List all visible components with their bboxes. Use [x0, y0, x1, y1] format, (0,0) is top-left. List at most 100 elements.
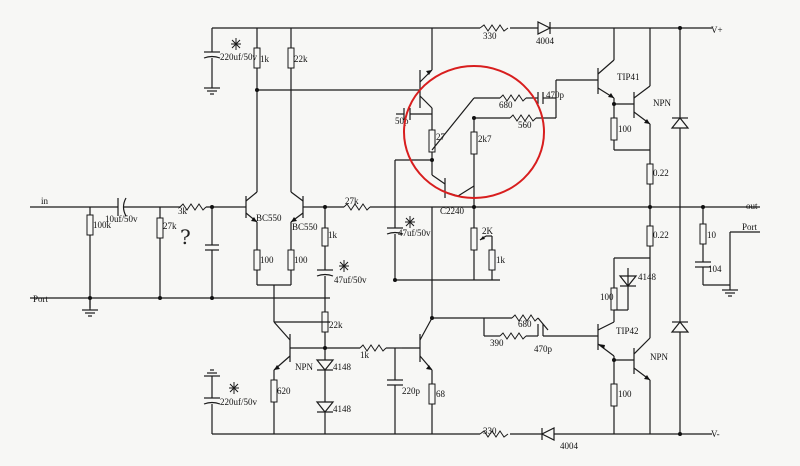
feedback-ground	[316, 207, 349, 298]
d4004-top-label: 4004	[536, 36, 555, 46]
c220p	[387, 348, 403, 434]
r22k-top-label: 22k	[294, 54, 308, 64]
pot-2k	[395, 207, 500, 281]
bc550-b-label: BC550	[292, 222, 318, 232]
c220-top-label: 220uf/50v	[220, 52, 257, 62]
c10u-label: 10uf/50v	[105, 214, 138, 224]
r022-a-label: 0.22	[653, 168, 669, 178]
diff-emitters	[253, 222, 330, 323]
r1k-mid-label: 1k	[328, 230, 338, 240]
r330-bottom-label: 330	[483, 426, 497, 436]
vas-transistor-top	[419, 28, 433, 130]
c2240-label: C2240	[440, 206, 465, 216]
c47u-a-label: 47uf/50v	[398, 228, 431, 238]
highlight-circle	[403, 65, 545, 199]
r1k-pot-label: 1k	[496, 255, 506, 265]
tip41-label: TIP41	[617, 72, 640, 82]
q-bc550-a	[240, 191, 258, 223]
r100-npn	[610, 360, 618, 434]
feedback-resistor	[310, 203, 760, 211]
vas-lower-transistor	[402, 207, 436, 434]
tip42-label: TIP42	[616, 326, 639, 336]
r1k-top-label: 1k	[260, 54, 270, 64]
npn-left-label: NPN	[295, 362, 314, 372]
port-left-label: Port	[33, 294, 49, 304]
r560-label: 560	[518, 120, 532, 130]
vplus-rail	[212, 21, 712, 35]
r27k-input	[156, 207, 164, 298]
r100-tip41	[610, 104, 650, 151]
q-npn-bottom	[614, 337, 651, 434]
r100-a-label: 100	[260, 255, 274, 265]
r100-tip42	[610, 276, 628, 322]
r390-label: 390	[490, 338, 504, 348]
rail-diodes	[670, 28, 690, 434]
r27-label: 27	[436, 132, 446, 142]
q-npn-top	[613, 28, 651, 125]
npn-top-label: NPN	[653, 98, 672, 108]
r620-label: 620	[277, 386, 291, 396]
bc550-a-label: BC550	[256, 213, 282, 223]
q-tip42	[570, 321, 615, 360]
bottom-feedback-network	[432, 314, 570, 340]
r27k-input-label: 27k	[163, 221, 177, 231]
r680-top-label: 680	[499, 100, 513, 110]
r100-b-label: 100	[294, 255, 308, 265]
r1k-lower-label: 1k	[360, 350, 370, 360]
r100k-label: 100k	[93, 220, 112, 230]
d4148-a-label: 4148	[333, 362, 352, 372]
r2k7-label: 2k7	[478, 134, 492, 144]
q-bc550-b	[290, 191, 310, 223]
vminus-label: V-	[711, 429, 720, 439]
d4004-bottom-label: 4004	[560, 441, 579, 451]
r100-tip41-label: 100	[618, 124, 632, 134]
r22k-top	[287, 28, 295, 192]
c220-bottom-label: 220uf/50v	[220, 397, 257, 407]
modification-wire	[431, 97, 475, 151]
c470p-top-label: 470p	[546, 90, 565, 100]
vplus-label: V+	[711, 25, 723, 35]
r022-a	[646, 124, 654, 207]
r2k-pot-label: 2K	[482, 226, 494, 236]
r100-npn-label: 100	[618, 389, 632, 399]
d4148-b-label: 4148	[333, 404, 352, 414]
vminus-rail	[212, 427, 712, 441]
bias-diodes-4148	[613, 257, 650, 310]
in-label: in	[41, 196, 49, 206]
r2k7	[470, 118, 478, 186]
port-right-label: Port	[742, 222, 758, 232]
junction-dots	[88, 26, 705, 436]
c47u-a	[386, 160, 415, 280]
d4148-c-label: 4148	[638, 272, 657, 282]
r22k-lower-label: 22k	[329, 320, 343, 330]
q-tip41	[578, 28, 615, 99]
r022-b-label: 0.22	[653, 230, 669, 240]
r27	[428, 129, 436, 160]
r27k-feedback-label: 27k	[345, 196, 359, 206]
r100-tip42-label: 100	[600, 292, 614, 302]
q-npn-left	[270, 321, 291, 434]
r3k-label: 3k	[178, 206, 188, 216]
c220-bottom	[203, 369, 239, 434]
out-label: out	[746, 201, 758, 211]
c220p-label: 220p	[402, 386, 421, 396]
r100k	[86, 207, 94, 308]
c47u-b-label: 47uf/50v	[334, 275, 367, 285]
c470p-bottom-label: 470p	[534, 344, 553, 354]
r10-label: 10	[707, 230, 717, 240]
input-cap-ground	[205, 207, 219, 298]
question-mark: ?	[180, 225, 191, 249]
r68-label: 68	[436, 389, 446, 399]
zobel-network	[695, 207, 760, 297]
npn-bottom-label: NPN	[650, 352, 669, 362]
c50p-label: 50p	[395, 116, 409, 126]
r330-top-label: 330	[483, 31, 497, 41]
r680-bottom-label: 680	[518, 319, 532, 329]
c104-label: 104	[708, 264, 722, 274]
c220-top	[203, 28, 241, 95]
q-c2240	[395, 159, 475, 207]
port-line	[30, 297, 330, 317]
r022-b	[646, 207, 654, 338]
